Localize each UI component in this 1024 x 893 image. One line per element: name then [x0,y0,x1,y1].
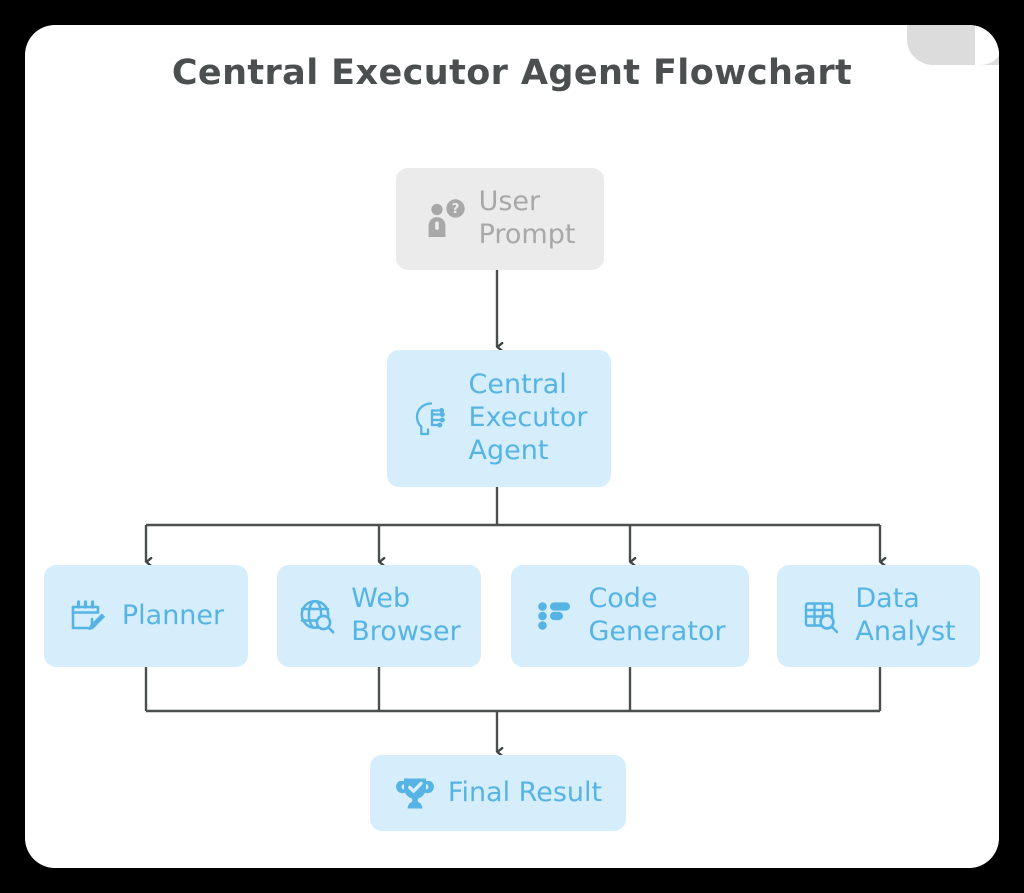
flowchart-card: Central Executor Agent Flowchart [25,25,999,868]
node-planner-label: Planner [121,599,225,631]
page-title: Central Executor Agent Flowchart [171,53,853,93]
flowchart-body: ? User Prompt [25,25,999,868]
node-final-result[interactable]: Final Result [370,755,626,831]
node-code-generator-label: Code Generator [588,583,726,647]
node-data-analyst[interactable]: Data Analyst [777,565,980,667]
connector-layer [144,270,999,868]
page-fold-decoration [907,25,999,65]
node-web-browser[interactable]: Web Browser [277,565,481,667]
user-question-icon: ? [425,198,467,240]
ai-brain-circuit-icon [411,396,457,442]
node-final-result-label: Final Result [447,776,603,808]
node-data-analyst-label: Data Analyst [855,583,956,647]
node-central-executor-agent[interactable]: Central Executor Agent [387,350,611,487]
table-search-icon [801,595,843,637]
node-web-browser-label: Web Browser [351,583,461,647]
calendar-pencil-icon [68,595,110,637]
node-planner[interactable]: Planner [44,565,248,667]
code-list-icon [534,595,576,637]
node-code-generator[interactable]: Code Generator [511,565,749,667]
svg-text:?: ? [451,201,459,217]
node-user-prompt[interactable]: ? User Prompt [396,168,604,270]
node-user-prompt-label: User Prompt [478,186,576,250]
node-central-executor-agent-label: Central Executor Agent [468,369,588,466]
trophy-check-icon [394,772,436,814]
globe-search-icon [297,595,339,637]
